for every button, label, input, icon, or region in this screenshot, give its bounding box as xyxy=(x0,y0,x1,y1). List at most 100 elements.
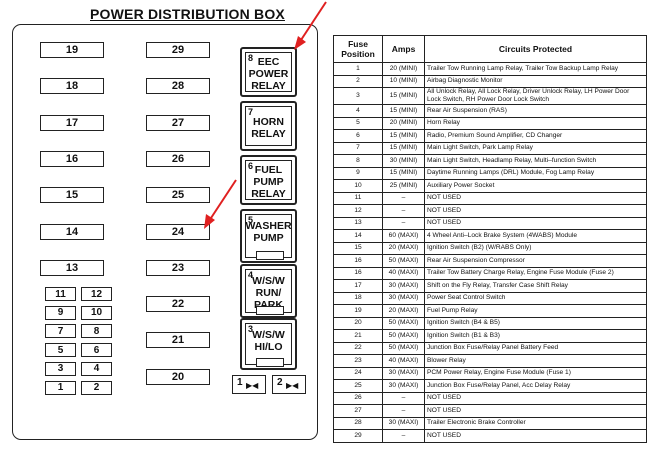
cell-fuse-position: 20 xyxy=(333,316,383,330)
cell-fuse-position: 6 xyxy=(333,129,383,143)
cell-amps: 20 (MAXI) xyxy=(382,304,425,318)
mini-fuse-12: 12 xyxy=(81,287,112,301)
cell-fuse-position: 15 xyxy=(333,241,383,255)
fuse-13: 13 xyxy=(40,259,104,276)
cell-circuits: Blower Relay xyxy=(424,354,647,368)
cell-amps: 30 (MINI) xyxy=(382,154,425,168)
cell-amps: 10 (MINI) xyxy=(382,74,425,88)
table-row: 26–NOT USED xyxy=(333,391,647,405)
cell-circuits: NOT USED xyxy=(424,191,647,205)
cell-fuse-position: 19 xyxy=(333,304,383,318)
cell-circuits: NOT USED xyxy=(424,404,647,418)
cell-circuits: Ignition Switch (B1 & B3) xyxy=(424,329,647,343)
cell-amps: 15 (MINI) xyxy=(382,141,425,155)
relay-slot xyxy=(256,251,284,260)
cell-circuits: Trailer Tow Battery Charge Relay, Engine… xyxy=(424,266,647,280)
table-row: 12–NOT USED xyxy=(333,204,647,218)
cell-fuse-position: 9 xyxy=(333,166,383,180)
breaker-symbol-icon: ▶◀ xyxy=(286,381,299,390)
mini-fuse-7: 7 xyxy=(45,324,76,339)
breaker-symbol-icon: ▶◀ xyxy=(246,381,259,390)
cell-circuits: Radio, Premium Sound Amplifier, CD Chang… xyxy=(424,129,647,143)
table-row: 27–NOT USED xyxy=(333,404,647,418)
cell-fuse-position: 25 xyxy=(333,379,383,393)
relay-label: WASHER PUMP xyxy=(245,220,292,244)
cell-fuse-position: 29 xyxy=(333,429,383,443)
cell-fuse-position: 21 xyxy=(333,329,383,343)
cell-fuse-position: 8 xyxy=(333,154,383,168)
cell-amps: 40 (MAXI) xyxy=(382,354,425,368)
cell-fuse-position: 24 xyxy=(333,366,383,380)
cell-amps: 50 (MAXI) xyxy=(382,254,425,268)
cell-fuse-position: 22 xyxy=(333,341,383,355)
mini-fuse-10: 10 xyxy=(81,305,112,320)
diagram-title: POWER DISTRIBUTION BOX xyxy=(90,6,285,22)
mini-fuse-2: 2 xyxy=(81,380,112,395)
fuse-22: 22 xyxy=(146,296,210,313)
cell-circuits: Rear Air Suspension (RAS) xyxy=(424,104,647,118)
cell-fuse-position: 17 xyxy=(333,279,383,293)
cell-circuits: Airbag Diagnostic Monitor xyxy=(424,74,647,88)
cell-fuse-position: 11 xyxy=(333,191,383,205)
mini-fuse-3: 3 xyxy=(45,361,76,376)
arrow-eec-relay-line xyxy=(300,1,327,41)
mini-fuse-5: 5 xyxy=(45,343,76,358)
cell-circuits: Trailer Tow Running Lamp Relay, Trailer … xyxy=(424,62,647,76)
cell-amps: 20 (MINI) xyxy=(382,62,425,76)
fuse-24: 24 xyxy=(146,223,210,240)
cell-fuse-position: 23 xyxy=(333,354,383,368)
cell-amps: – xyxy=(382,391,425,405)
fuse-16: 16 xyxy=(40,150,104,167)
cell-circuits: All Unlock Relay, All Lock Relay, Driver… xyxy=(424,87,647,105)
relay-number: 6 xyxy=(248,161,254,171)
cell-amps: 15 (MINI) xyxy=(382,166,425,180)
cell-circuits: Main Light Switch, Headlamp Relay, Multi… xyxy=(424,154,647,168)
relay-label: EEC POWER RELAY xyxy=(248,56,289,92)
cell-circuits: Junction Box Fuse/Relay Panel Battery Fe… xyxy=(424,341,647,355)
mini-fuse-1: 1 xyxy=(45,380,76,395)
cell-amps: 20 (MINI) xyxy=(382,116,425,130)
arrow-fuse-24-head xyxy=(204,214,215,229)
cell-fuse-position: 2 xyxy=(333,74,383,88)
relay-slot xyxy=(256,358,284,367)
cell-fuse-position: 10 xyxy=(333,179,383,193)
cell-circuits: Ignition Switch (B2) (W/RABS Only) xyxy=(424,241,647,255)
cell-circuits: Trailer Electronic Brake Controller xyxy=(424,416,647,430)
relay-number: 4 xyxy=(248,270,254,280)
cell-fuse-position: 13 xyxy=(333,216,383,230)
cell-circuits: Auxiliary Power Socket xyxy=(424,179,647,193)
relay-label: W/S/W HI/LO xyxy=(252,329,285,353)
cell-circuits: NOT USED xyxy=(424,429,647,443)
cell-fuse-position: 3 xyxy=(333,87,383,105)
relay-inner xyxy=(245,106,292,146)
cell-circuits: NOT USED xyxy=(424,204,647,218)
cell-circuits: PCM Power Relay, Engine Fuse Module (Fus… xyxy=(424,366,647,380)
relay-number: 8 xyxy=(248,53,254,63)
cell-amps: 30 (MAXI) xyxy=(382,379,425,393)
cell-circuits: Ignition Switch (B4 & B5) xyxy=(424,316,647,330)
cell-circuits: Horn Relay xyxy=(424,116,647,130)
cell-fuse-position: 1 xyxy=(333,62,383,76)
table-row: 11–NOT USED xyxy=(333,191,647,205)
